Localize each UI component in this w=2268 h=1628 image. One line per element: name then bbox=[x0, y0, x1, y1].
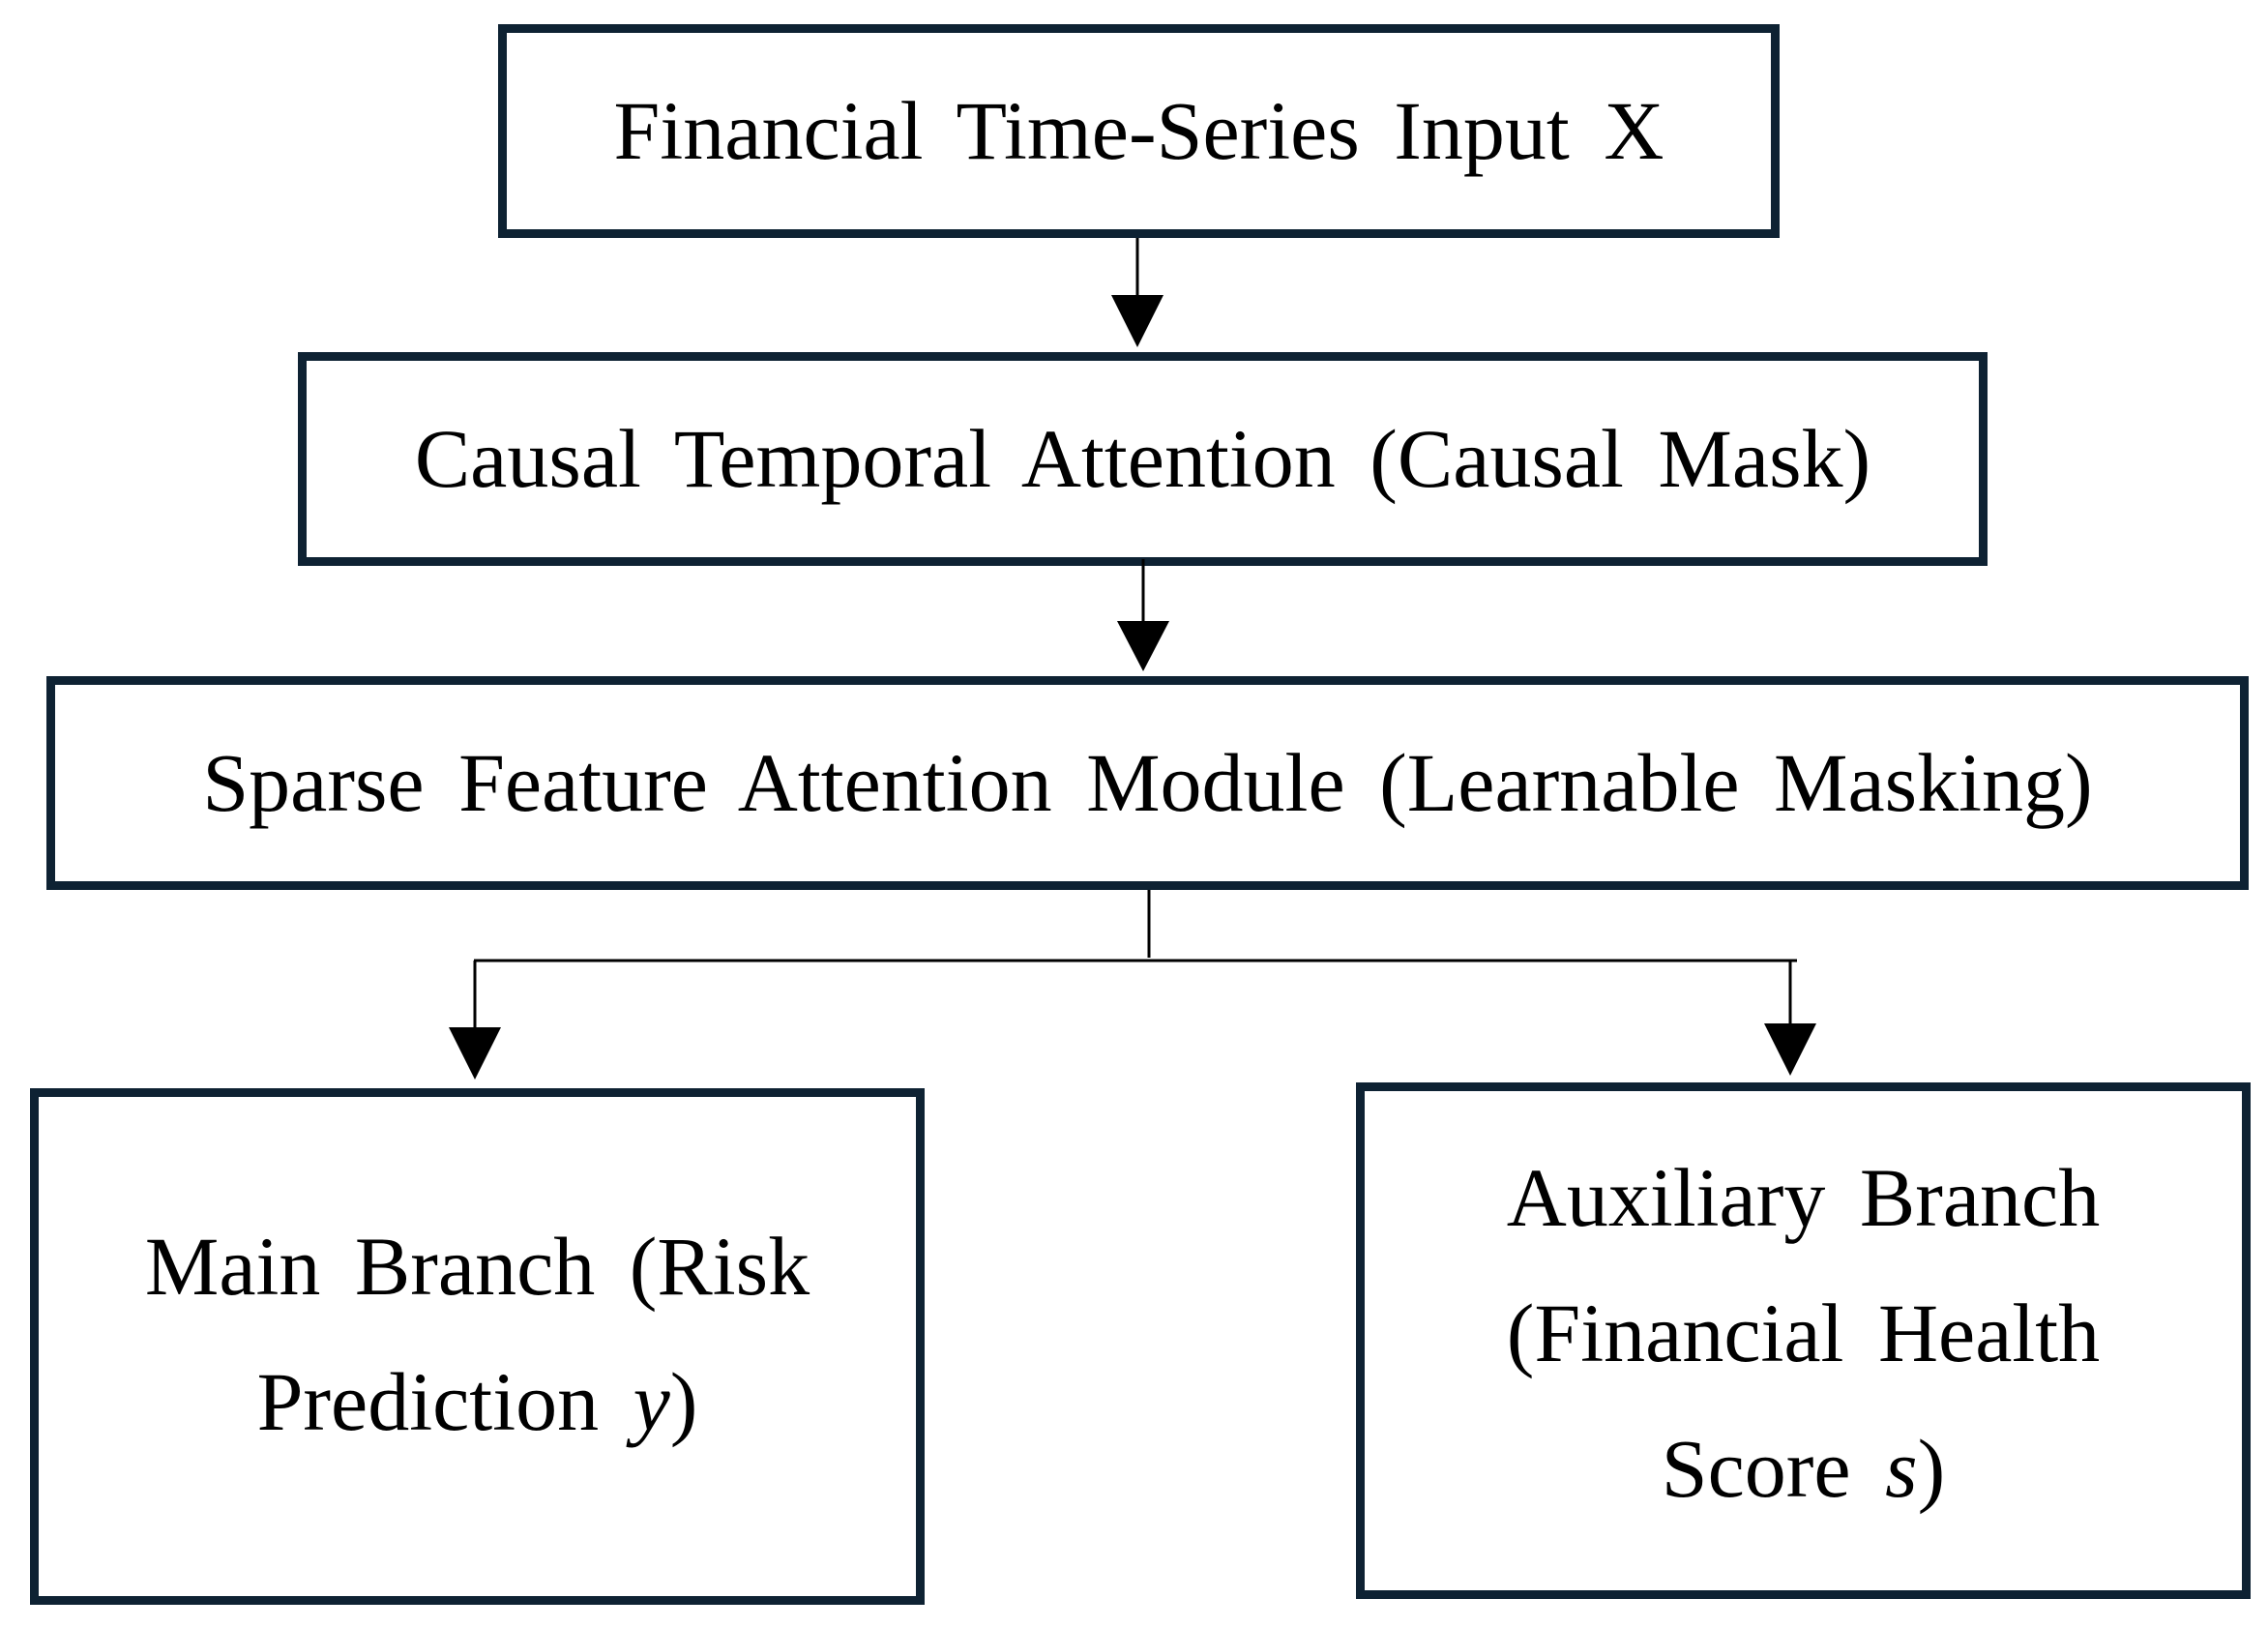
arrow-head-causal bbox=[1111, 295, 1163, 347]
node-financial-input: Financial Time-Series Input X bbox=[498, 24, 1780, 238]
node-auxiliary-branch-line2: (Financial Health bbox=[1506, 1287, 2101, 1379]
node-sparse-feature-attention: Sparse Feature Attention Module (Learnab… bbox=[46, 676, 2249, 890]
arrow-head-sparse bbox=[1117, 621, 1169, 671]
node-main-branch-line2: Prediction y) bbox=[145, 1334, 810, 1469]
node-auxiliary-branch-line3: Score s) bbox=[1507, 1401, 2100, 1536]
node-auxiliary-branch-label: Auxiliary Branch (Financial Health Score… bbox=[1507, 1130, 2100, 1536]
node-main-branch-label: Main Branch (Risk Prediction y) bbox=[145, 1199, 810, 1469]
arrow-head-auxiliary-branch bbox=[1764, 1023, 1816, 1076]
node-auxiliary-branch: Auxiliary Branch (Financial Health Score… bbox=[1356, 1082, 2251, 1599]
node-causal-temporal-attention-label: Causal Temporal Attention (Causal Mask) bbox=[414, 411, 1871, 505]
node-auxiliary-branch-line1: Auxiliary Branch bbox=[1506, 1151, 2101, 1244]
node-sparse-feature-attention-label: Sparse Feature Attention Module (Learnab… bbox=[202, 735, 2093, 829]
arrow-head-main-branch bbox=[449, 1027, 501, 1080]
node-main-branch-var-y: y bbox=[633, 1355, 670, 1448]
node-auxiliary-branch-line3-close: ) bbox=[1917, 1422, 1946, 1515]
node-auxiliary-branch-var-s: s bbox=[1885, 1422, 1918, 1515]
node-main-branch: Main Branch (Risk Prediction y) bbox=[30, 1088, 925, 1605]
node-main-branch-line2-text: Prediction bbox=[256, 1355, 633, 1448]
node-main-branch-line2-close: ) bbox=[669, 1355, 698, 1448]
node-auxiliary-branch-line3-text: Score bbox=[1661, 1422, 1886, 1515]
node-financial-input-label: Financial Time-Series Input X bbox=[613, 83, 1664, 177]
node-main-branch-line1: Main Branch (Risk bbox=[144, 1220, 810, 1313]
